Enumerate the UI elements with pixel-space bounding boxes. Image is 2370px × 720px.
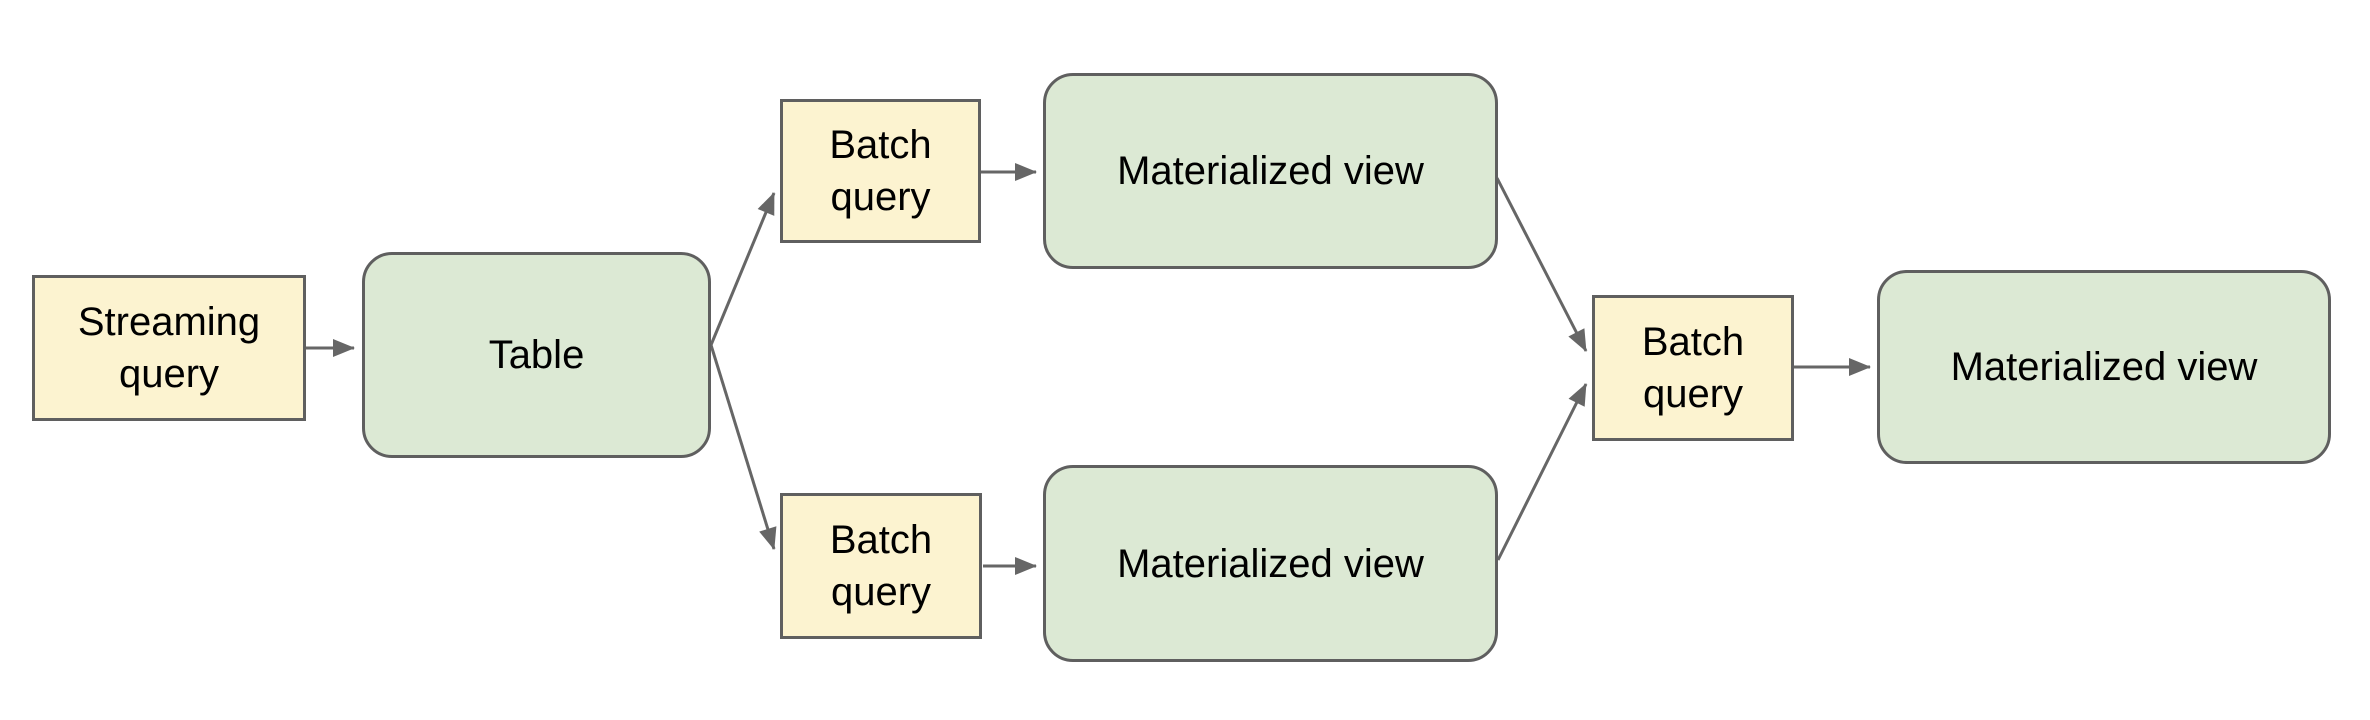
node-streaming-query-label: Streaming query xyxy=(77,300,261,396)
node-table-label: Table xyxy=(488,333,585,377)
edge-table-to-batch-bottom xyxy=(709,344,777,550)
node-batch-query-right: Batch query xyxy=(1592,295,1794,441)
node-batch-query-bottom-label: Batch query xyxy=(829,518,933,614)
edge-mv-top-to-batch-right xyxy=(1495,177,1588,352)
edge-table-to-batch-top xyxy=(709,192,776,346)
node-materialized-view-top: Materialized view xyxy=(1043,73,1498,269)
node-materialized-view-final-label: Materialized view xyxy=(1950,345,2258,389)
node-materialized-view-bottom-label: Materialized view xyxy=(1117,541,1424,586)
node-materialized-view-bottom: Materialized view xyxy=(1043,465,1498,662)
node-batch-query-top: Batch query xyxy=(780,99,981,243)
edge-mv-bottom-to-batch-right xyxy=(1496,383,1588,561)
node-batch-query-right-label: Batch query xyxy=(1641,320,1745,416)
node-materialized-view-final: Materialized view xyxy=(1877,270,2331,464)
node-batch-query-top-label: Batch query xyxy=(829,123,932,219)
node-materialized-view-top-label: Materialized view xyxy=(1117,149,1424,193)
node-table: Table xyxy=(362,252,711,458)
node-batch-query-bottom: Batch query xyxy=(780,493,982,639)
node-streaming-query: Streaming query xyxy=(32,275,306,421)
